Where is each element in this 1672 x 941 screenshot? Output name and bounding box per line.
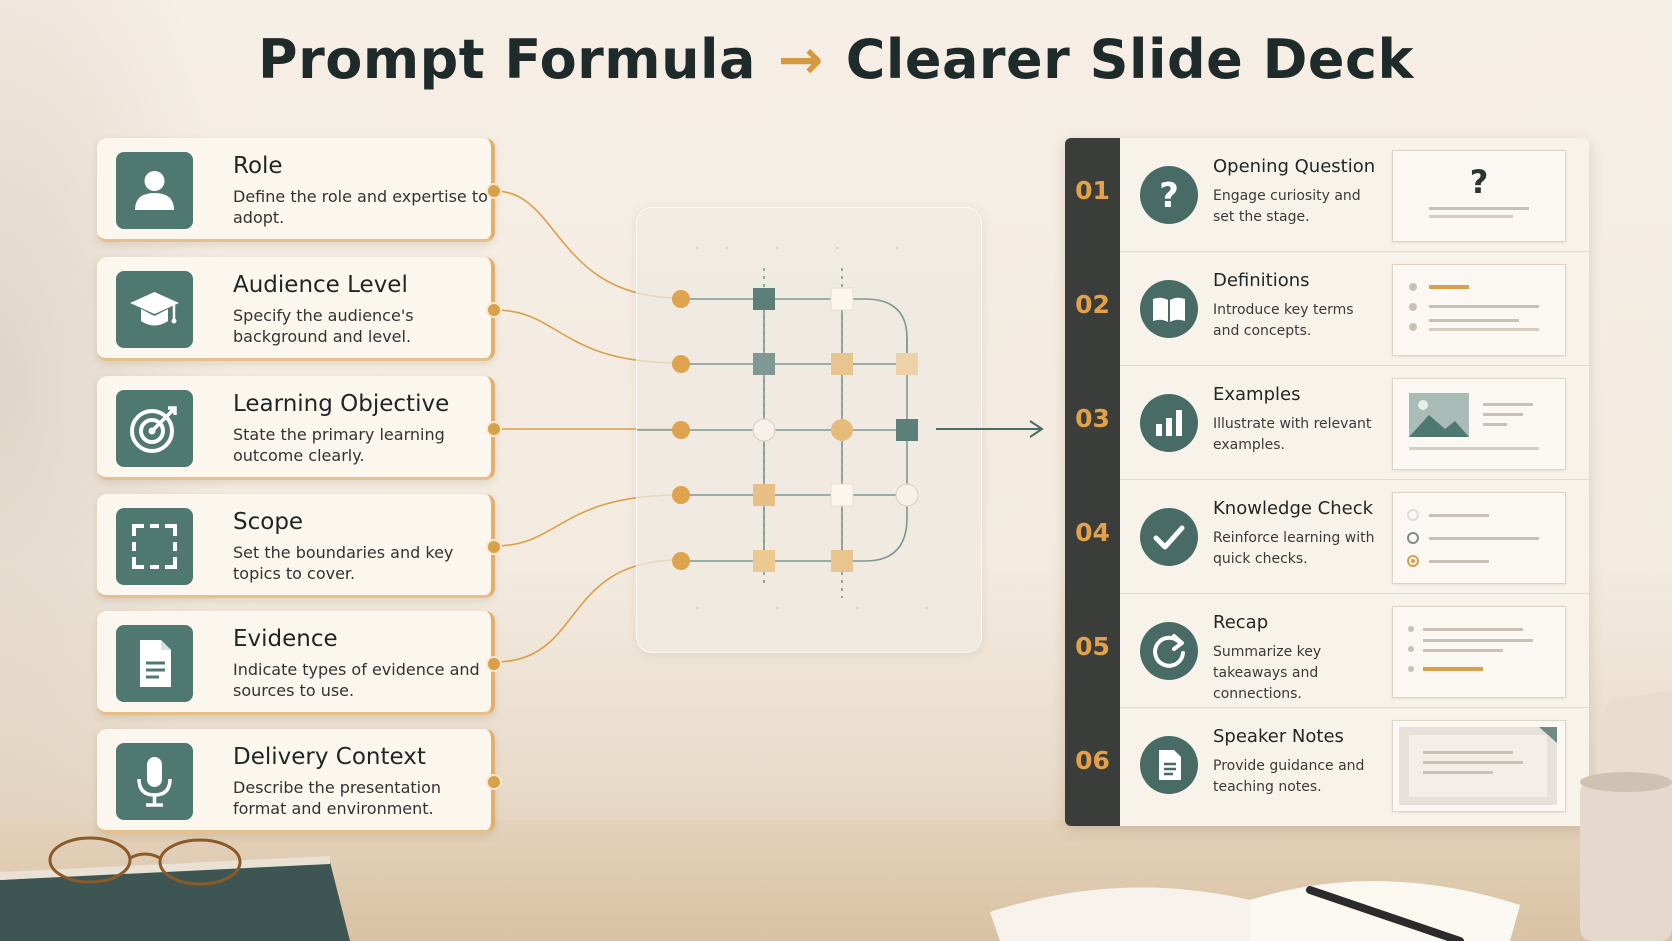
slide-deck: 01 ? Opening Question Engage curiosity a… bbox=[1065, 138, 1589, 826]
input-desc: Indicate types of evidence and sources t… bbox=[233, 660, 480, 700]
input-card-role: Role Define the role and expertise to ad… bbox=[97, 138, 502, 242]
input-card-scope: Scope Set the boundaries and key topics … bbox=[97, 494, 502, 598]
slide-knowledge-check: 04 Knowledge Check Reinforce learning wi… bbox=[1065, 480, 1589, 594]
slide-number: 02 bbox=[1075, 290, 1110, 319]
slide-number: 05 bbox=[1075, 632, 1110, 661]
open-notebook bbox=[990, 881, 1520, 941]
slide-definitions: 02 Definitions Introduce key terms and c… bbox=[1065, 252, 1589, 366]
slide-desc: Reinforce learning with quick checks. bbox=[1213, 530, 1375, 567]
deck-spine bbox=[1065, 138, 1120, 826]
slide-title: Knowledge Check bbox=[1213, 498, 1374, 519]
bar-chart-icon bbox=[1140, 394, 1198, 452]
book-icon bbox=[1140, 280, 1198, 338]
slide-desc: Provide guidance and teaching notes. bbox=[1213, 758, 1365, 795]
refresh-icon bbox=[1140, 622, 1198, 680]
microphone-icon bbox=[116, 743, 193, 820]
notes-icon bbox=[1140, 736, 1198, 794]
input-desc: Describe the presentation format and env… bbox=[233, 778, 442, 818]
title-left: Prompt Formula bbox=[258, 28, 756, 91]
slide-speaker-notes: 06 Speaker Notes Provide guidance and te… bbox=[1065, 708, 1589, 822]
glasses-icon bbox=[48, 836, 242, 886]
input-name: Role bbox=[233, 153, 283, 179]
user-icon bbox=[116, 152, 193, 229]
input-name: Delivery Context bbox=[233, 744, 426, 770]
slide-desc: Summarize key takeaways and connections. bbox=[1213, 644, 1322, 702]
slide-number: 01 bbox=[1075, 176, 1110, 205]
slide-number: 04 bbox=[1075, 518, 1110, 547]
slide-title: Examples bbox=[1213, 384, 1301, 405]
slide-opening-question: 01 ? Opening Question Engage curiosity a… bbox=[1065, 138, 1589, 252]
slide-recap: 05 Recap Summarize key takeaways and con… bbox=[1065, 594, 1589, 708]
slide-examples: 03 Examples Illustrate with relevant exa… bbox=[1065, 366, 1589, 480]
output-port bbox=[486, 183, 502, 199]
input-name: Evidence bbox=[233, 626, 338, 652]
input-desc: Set the boundaries and key topics to cov… bbox=[233, 543, 454, 583]
page-title: Prompt Formula → Clearer Slide Deck bbox=[0, 28, 1672, 91]
slide-desc: Engage curiosity and set the stage. bbox=[1213, 188, 1361, 225]
input-name: Learning Objective bbox=[233, 391, 450, 417]
input-card-audience-level: Audience Level Specify the audience's ba… bbox=[97, 257, 502, 361]
slide-number: 06 bbox=[1075, 746, 1110, 775]
target-icon bbox=[116, 390, 193, 467]
formula-grid-panel bbox=[636, 207, 982, 653]
title-arrow-icon: → bbox=[777, 28, 824, 91]
slide-thumbnail bbox=[1392, 606, 1566, 698]
input-desc: Define the role and expertise to adopt. bbox=[233, 187, 488, 227]
output-port bbox=[486, 302, 502, 318]
slide-desc: Introduce key terms and concepts. bbox=[1213, 302, 1354, 339]
document-icon bbox=[116, 625, 193, 702]
vase bbox=[1580, 690, 1672, 941]
output-port bbox=[486, 656, 502, 672]
input-name: Scope bbox=[233, 509, 304, 535]
checkmark-icon bbox=[1140, 508, 1198, 566]
question-icon: ? bbox=[1140, 166, 1198, 224]
input-name: Audience Level bbox=[233, 272, 408, 298]
slide-title: Opening Question bbox=[1213, 156, 1376, 177]
graduation-cap-icon bbox=[116, 271, 193, 348]
slide-thumbnail bbox=[1392, 492, 1566, 584]
slide-thumbnail bbox=[1392, 264, 1566, 356]
output-port bbox=[486, 539, 502, 555]
input-desc: State the primary learning outcome clear… bbox=[233, 425, 445, 465]
svg-text:?: ? bbox=[1470, 163, 1489, 201]
formula-grid bbox=[637, 246, 929, 610]
slide-number: 03 bbox=[1075, 404, 1110, 433]
slide-title: Speaker Notes bbox=[1213, 726, 1344, 747]
output-port bbox=[486, 421, 502, 437]
output-port bbox=[486, 774, 502, 790]
scope-frame-icon bbox=[116, 508, 193, 585]
slide-title: Recap bbox=[1213, 612, 1269, 633]
title-right: Clearer Slide Deck bbox=[845, 28, 1414, 91]
slide-thumbnail: ? bbox=[1392, 150, 1566, 242]
slide-title: Definitions bbox=[1213, 270, 1310, 291]
input-desc: Specify the audience's background and le… bbox=[233, 306, 414, 346]
input-card-learning-objective: Learning Objective State the primary lea… bbox=[97, 376, 502, 480]
slide-thumbnail bbox=[1392, 720, 1566, 812]
slide-thumbnail bbox=[1392, 378, 1566, 470]
input-card-delivery-context: Delivery Context Describe the presentati… bbox=[97, 729, 502, 833]
svg-text:?: ? bbox=[1159, 176, 1179, 216]
slide-desc: Illustrate with relevant examples. bbox=[1213, 416, 1372, 453]
input-card-evidence: Evidence Indicate types of evidence and … bbox=[97, 611, 502, 715]
